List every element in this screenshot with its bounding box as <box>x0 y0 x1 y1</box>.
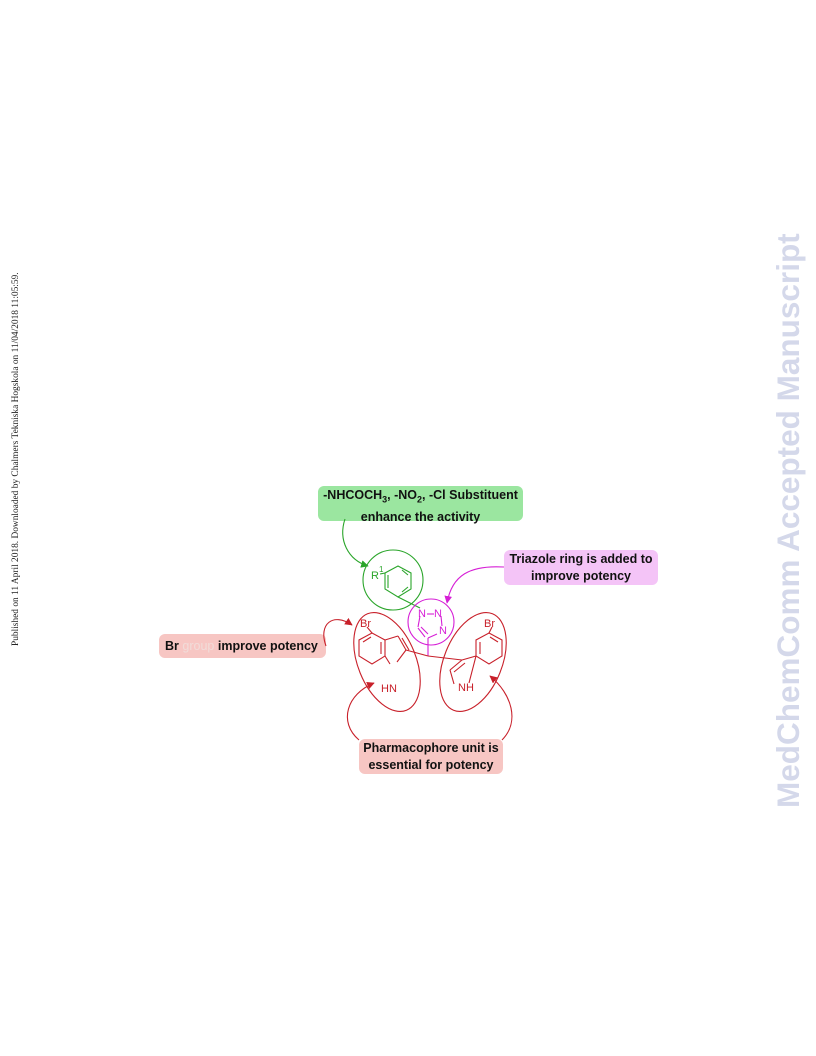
right-indole-nh: NH <box>458 682 474 694</box>
phenyl-group <box>342 518 424 611</box>
substituent-arrow <box>342 518 369 568</box>
r1-superscript: 1 <box>379 565 384 574</box>
triazole-line-2: improve potency <box>530 569 632 583</box>
bromo-arrow <box>323 617 353 647</box>
triazole-n1: N <box>418 608 426 620</box>
bis-indole-group <box>323 612 513 741</box>
substituent-line-2: enhance the activity <box>360 509 481 524</box>
triazole-arrow <box>444 566 505 604</box>
pharmacophore-left-arrow <box>346 682 375 741</box>
left-indole-ellipse <box>353 612 421 712</box>
bromo-text-1: Br <box>165 639 179 653</box>
right-bromine: Br <box>484 618 495 630</box>
right-indole-ellipse <box>439 612 507 712</box>
triazole-group <box>407 566 505 656</box>
pharmacophore-line-1: Pharmacophore unit is <box>363 741 499 755</box>
pharmacophore-right-arrow <box>489 675 513 741</box>
triazole-n3: N <box>439 625 447 637</box>
right-indole-benzene <box>475 632 503 665</box>
bromo-annotation: Br group improve potency <box>159 634 326 658</box>
bromo-text-2: improve potency <box>217 639 318 653</box>
triazole-highlight-circle <box>407 598 455 646</box>
triazole-n2: N <box>434 608 442 620</box>
triazole-annotation: Triazole ring is added to improve potenc… <box>504 550 658 585</box>
triazole-line-1: Triazole ring is added to <box>509 552 653 566</box>
phenyl-highlight-circle <box>362 549 424 611</box>
pharmacophore-annotation: Pharmacophore unit is essential for pote… <box>359 739 503 774</box>
substituent-annotation: -NHCOCH3, -NO2, -Cl Substituent enhance … <box>318 486 523 524</box>
r1-label: R <box>371 570 379 582</box>
bromo-faded-text: group <box>182 639 215 653</box>
left-indole-nh: HN <box>381 683 397 695</box>
pharmacophore-line-2: essential for potency <box>368 758 494 772</box>
phenyl-triazole-bond <box>397 596 421 609</box>
benzene-ring <box>384 565 412 598</box>
substituent-line-1: -NHCOCH3, -NO2, -Cl Substituent <box>323 488 518 505</box>
left-bromine: Br <box>360 618 371 630</box>
